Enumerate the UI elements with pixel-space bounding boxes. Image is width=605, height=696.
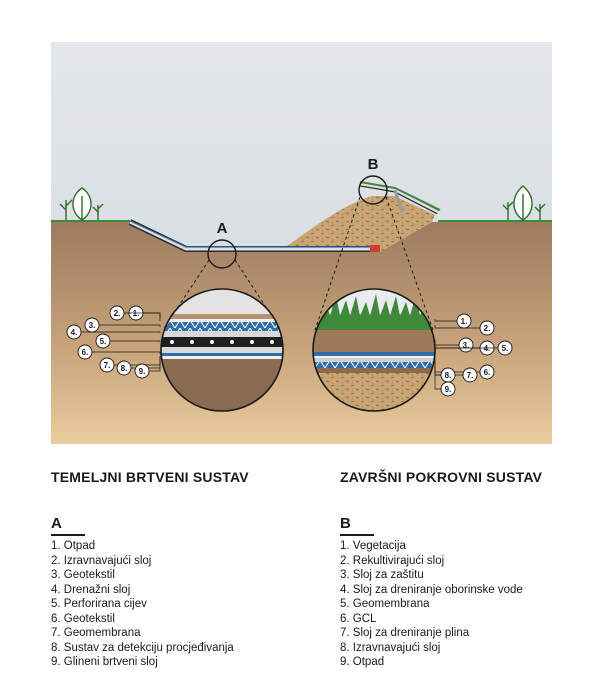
legend-item: 4. Drenažni sloj: [51, 583, 131, 596]
legend-item: 6. Geotekstil: [51, 612, 115, 625]
b-callout-label: 4.: [484, 344, 491, 353]
legend-item: 3. Sloj za zaštitu: [340, 569, 424, 581]
ground-soil: [51, 222, 552, 444]
legend-item: 5. Geomembrana: [340, 598, 430, 610]
landfill-cross-section-diagram: A B 1. 2. 3. 4. 5. 6. 7. 8. 9. 1. 2. 3. 4. 5. 6. 7. 8. 9…: [51, 42, 552, 444]
b-callout-label: 7.: [467, 371, 474, 380]
b-callout-label: 3.: [463, 341, 470, 350]
magnified-detail-b: [313, 289, 435, 411]
legend-item: 8. Sustav za detekciju procjeđivanja: [51, 641, 234, 654]
section-a-underline: [51, 534, 85, 536]
waste-heap: [283, 196, 435, 252]
a-callout-3: 3.: [84, 317, 161, 333]
a-callout-label: 2.: [114, 309, 121, 318]
a-callout-6: 6.: [77, 344, 161, 360]
leachate-outlet: [370, 245, 380, 252]
legend-list-b: 1. Vegetacija 2. Rekultivirajući sloj 3.…: [340, 539, 523, 670]
legend-item: 9. Glineni brtveni sloj: [51, 656, 158, 668]
legend-item: 3. Geotekstil: [51, 569, 115, 581]
b-callout-label: 8.: [445, 371, 452, 380]
a-callout-label: 8.: [121, 364, 128, 373]
section-letter-b: B: [340, 515, 351, 532]
a-callout-4: 4.: [66, 324, 161, 340]
b-callout-label: 9.: [445, 385, 452, 394]
a-callout-label: 4.: [71, 328, 78, 337]
a-callout-label: 3.: [89, 321, 96, 330]
section-letter-a: A: [51, 515, 62, 532]
b-callout-label: 5.: [502, 344, 509, 353]
legend-item: 2. Rekultivirajući sloj: [340, 554, 445, 567]
a-callout-5: 5.: [95, 333, 161, 349]
b-callout-label: 1.: [461, 317, 468, 326]
marker-b-label: B: [368, 156, 379, 173]
gas-vent-pipe: [393, 189, 404, 213]
a-callout-label: 9.: [139, 367, 146, 376]
legend-item: 4. Sloj za dreniranje oborinske vode: [340, 583, 523, 596]
legend-item: 7. Sloj za dreniranje plina: [340, 627, 470, 639]
b-callout-3: 3.: [434, 337, 474, 353]
heading-base-liner: TEMELJNI BRTVENI SUSTAV: [51, 469, 249, 485]
zoom-connector-lines: [162, 196, 434, 331]
tree-icon-right: [502, 185, 546, 221]
a-callout-2: 2.: [109, 305, 161, 321]
marker-a-label: A: [217, 220, 228, 237]
callouts-b: 1. 2. 3. 4. 5. 6. 7. 8. 9.: [434, 313, 513, 397]
tree-icon-left: [59, 187, 104, 221]
legend-item: 5. Perforirana cijev: [51, 598, 147, 610]
legend-item: 1. Vegetacija: [340, 540, 406, 552]
callouts-a: 1. 2. 3. 4. 5. 6. 7. 8. 9.: [66, 305, 161, 379]
zoom-marker-b: [358, 175, 388, 205]
a-callout-label: 7.: [104, 361, 111, 370]
magnified-detail-a: [161, 289, 283, 411]
b-callout-2: 2.: [434, 320, 495, 336]
b-callout-label: 2.: [484, 324, 491, 333]
a-callout-label: 1.: [133, 309, 140, 318]
b-callout-label: 6.: [484, 368, 491, 377]
heading-final-cover: ZAVRŠNI POKROVNI SUSTAV: [340, 469, 543, 485]
legend-item: 6. GCL: [340, 612, 377, 625]
legend-item: 2. Izravnavajući sloj: [51, 554, 152, 567]
zoom-marker-a: [207, 239, 237, 269]
a-callout-9: 9.: [134, 362, 161, 379]
legend-item: 1. Otpad: [51, 540, 96, 552]
b-callout-5: 5.: [434, 340, 513, 356]
legend-item: 9. Otpad: [340, 656, 385, 668]
a-callout-label: 6.: [82, 348, 89, 357]
b-callout-9: 9.: [434, 375, 456, 397]
a-callout-label: 5.: [100, 337, 107, 346]
section-b-underline: [340, 534, 374, 536]
legend-item: 7. Geomembrana: [51, 627, 141, 639]
legend-list-a: 1. Otpad 2. Izravnavajući sloj 3. Geotek…: [51, 539, 234, 670]
legend-item: 8. Izravnavajući sloj: [340, 641, 441, 654]
